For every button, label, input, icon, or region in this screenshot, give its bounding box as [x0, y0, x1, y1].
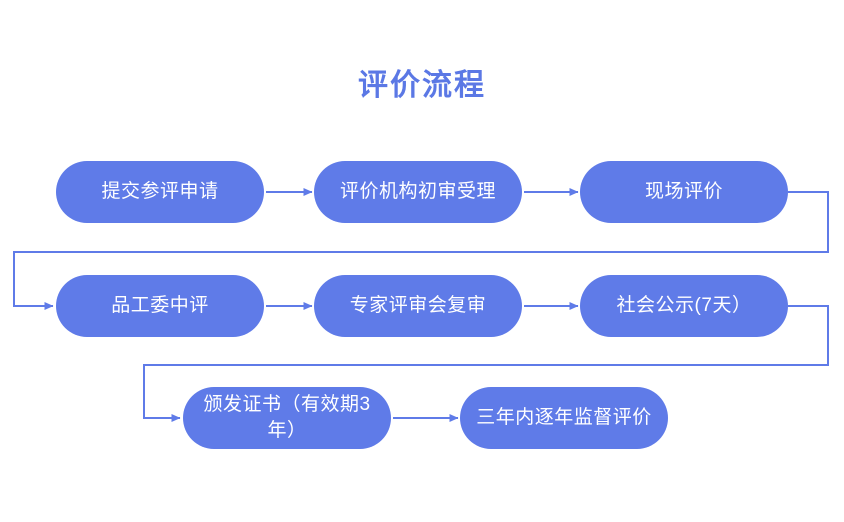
flow-node-public-notice[interactable]: 社会公示(7天）: [580, 275, 788, 337]
flow-node-agency-initial-review[interactable]: 评价机构初审受理: [314, 161, 522, 223]
flow-node-annual-supervision[interactable]: 三年内逐年监督评价: [460, 387, 668, 449]
flow-node-submit-application[interactable]: 提交参评申请: [56, 161, 264, 223]
flow-node-issue-certificate[interactable]: 颁发证书（有效期3年）: [183, 387, 391, 449]
flow-node-expert-panel-reexamination[interactable]: 专家评审会复审: [314, 275, 522, 337]
page-title: 评价流程: [358, 69, 486, 102]
flow-node-committee-review[interactable]: 品工委中评: [56, 275, 264, 337]
flow-node-onsite-evaluation[interactable]: 现场评价: [580, 161, 788, 223]
